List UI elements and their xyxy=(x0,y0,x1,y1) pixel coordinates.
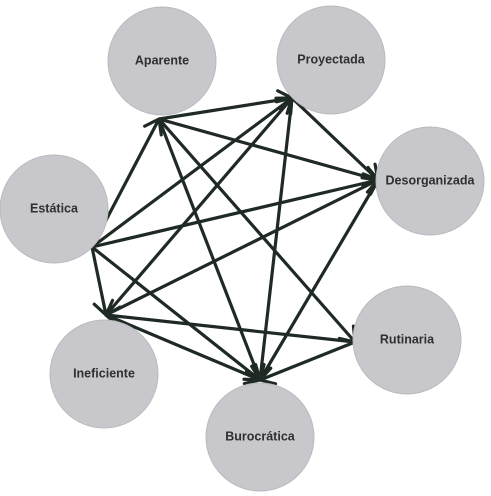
node-ineficiente: Ineficiente xyxy=(49,319,159,429)
arrowhead-estatica-to-aparente xyxy=(143,117,163,137)
edge-ineficiente-to-burocratica xyxy=(105,313,261,382)
edge-aparente-to-proyectada xyxy=(158,96,293,121)
edge-estatica-to-ineficiente xyxy=(90,246,108,316)
node-burocratica: Burocrática xyxy=(205,382,315,492)
edge-aparente-to-burocratica xyxy=(157,118,262,381)
node-proyectada: Proyectada xyxy=(276,5,386,115)
node-circle xyxy=(205,382,315,492)
edge-burocratica-to-desorganizada xyxy=(258,179,380,381)
node-circle xyxy=(352,285,462,395)
node-desorganizada: Desorganizada xyxy=(375,126,485,236)
nodes-layer: Aparente Proyectada Desorganizada Rutina… xyxy=(0,5,485,492)
edge-estatica-to-proyectada xyxy=(91,96,293,249)
edges-layer xyxy=(90,89,382,386)
node-label-estatica: Estática xyxy=(30,201,79,215)
edge-aparente-to-rutinaria xyxy=(157,117,357,344)
node-circle xyxy=(0,154,109,264)
edge-rutinaria-to-burocratica xyxy=(259,340,356,382)
node-label-rutinaria: Rutinaria xyxy=(380,332,435,346)
node-circle xyxy=(276,5,386,115)
node-circle xyxy=(107,6,217,116)
edge-ineficiente-to-desorganizada xyxy=(105,178,379,317)
edge-aparente-to-desorganizada xyxy=(158,117,379,182)
edge-rutinaria-to-ineficiente xyxy=(105,313,356,344)
edge-estatica-to-desorganizada xyxy=(91,178,379,249)
node-estatica: Estática xyxy=(0,154,109,264)
node-circle xyxy=(375,126,485,236)
node-rutinaria: Rutinaria xyxy=(352,285,462,395)
node-label-desorganizada: Desorganizada xyxy=(386,173,476,187)
node-aparente: Aparente xyxy=(107,6,217,116)
node-circle xyxy=(49,319,159,429)
edge-estatica-to-burocratica xyxy=(91,245,261,382)
edge-proyectada-to-desorganizada xyxy=(290,96,380,182)
node-label-burocratica: Burocrática xyxy=(225,429,296,443)
node-label-proyectada: Proyectada xyxy=(297,52,365,66)
node-label-ineficiente: Ineficiente xyxy=(73,366,135,380)
node-label-aparente: Aparente xyxy=(135,53,189,67)
edge-ineficiente-to-proyectada xyxy=(104,96,294,317)
